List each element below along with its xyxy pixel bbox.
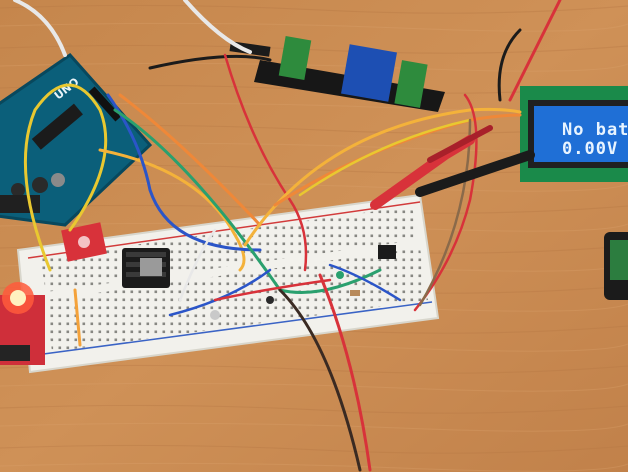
test-clip-red (370, 125, 493, 210)
arduino-board: UNO (0, 53, 153, 227)
lcd-line-2: 0.00V 0 (562, 139, 628, 159)
breadboard-components (210, 245, 396, 320)
lcd-line-1: No batt (562, 120, 628, 140)
relay-module (229, 36, 445, 112)
led-module (0, 282, 45, 365)
lcd-display: No batt 0.00V 0 (520, 86, 628, 182)
green-device (604, 232, 628, 300)
red-sensor-board (61, 222, 107, 262)
test-clip-black (415, 150, 535, 197)
voltage-regulator (122, 248, 170, 288)
